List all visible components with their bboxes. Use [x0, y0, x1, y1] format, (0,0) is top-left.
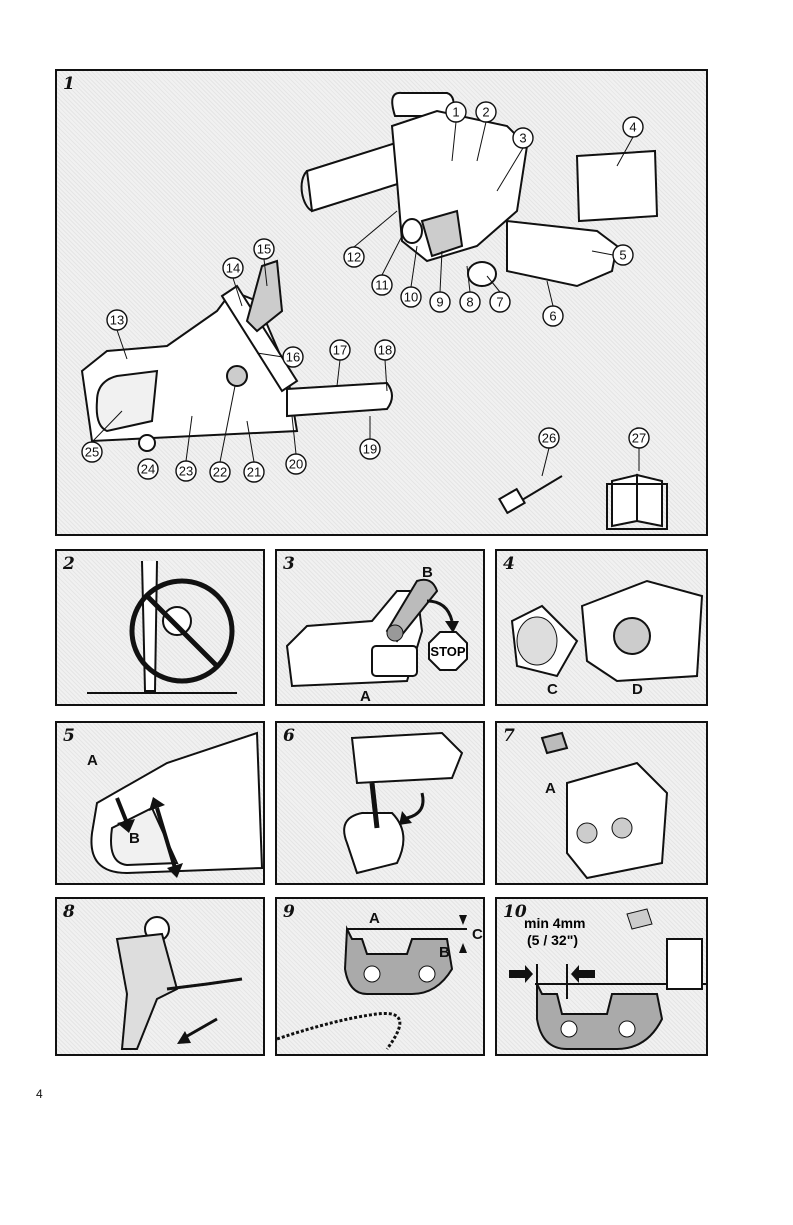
- callout-6: 6: [543, 306, 563, 326]
- callout-17: 17: [330, 340, 350, 360]
- clutch-drum: [614, 618, 650, 654]
- svg-text:21: 21: [247, 465, 261, 480]
- callout-21: 21: [244, 462, 264, 482]
- svg-text:2: 2: [482, 105, 489, 120]
- worn-cutter: [535, 984, 707, 1049]
- callout-9: 9: [430, 292, 450, 312]
- callout-19: 19: [360, 439, 380, 459]
- label-a: A: [87, 752, 98, 769]
- label-b: B: [439, 944, 450, 961]
- saw-chain: [277, 1013, 400, 1049]
- arrow-left-icon: [571, 965, 595, 983]
- air-filter: [542, 733, 567, 753]
- callout-10: 10: [401, 287, 421, 307]
- svg-text:26: 26: [542, 431, 556, 446]
- svg-text:5: 5: [619, 248, 626, 263]
- operator-manual-icon: [607, 475, 667, 529]
- svg-text:18: 18: [378, 343, 392, 358]
- callout-24: 24: [138, 459, 158, 479]
- figure-9-panel: 9 A B C: [275, 897, 485, 1056]
- svg-text:22: 22: [213, 465, 227, 480]
- callout-7: 7: [490, 292, 510, 312]
- label-b: B: [422, 564, 433, 581]
- svg-text:14: 14: [226, 261, 240, 276]
- svg-text:24: 24: [141, 462, 155, 477]
- combination-spanner-icon: [499, 476, 562, 513]
- label-c: C: [547, 681, 558, 698]
- callout-5: 5: [613, 245, 633, 265]
- callout-20: 20: [286, 454, 306, 474]
- callout-1: 1: [446, 102, 466, 122]
- chainsaw-bar: [167, 979, 242, 989]
- svg-text:12: 12: [347, 250, 361, 265]
- callout-11: 11: [372, 275, 392, 295]
- callout-13: 13: [107, 310, 127, 330]
- hand-figure: [344, 813, 403, 873]
- climber-figure: [163, 607, 191, 635]
- chain-cutter: [345, 929, 467, 994]
- figure-8-panel: 8: [55, 897, 265, 1056]
- svg-text:19: 19: [363, 442, 377, 457]
- callout-18: 18: [375, 340, 395, 360]
- svg-text:16: 16: [286, 350, 300, 365]
- min-length-inches-text: (5 / 32"): [527, 932, 578, 948]
- figure-5-panel: 5 A B: [55, 721, 265, 885]
- label-c: C: [472, 926, 483, 943]
- svg-text:3: 3: [519, 131, 526, 146]
- arrow-up-icon: [459, 943, 467, 953]
- svg-text:9: 9: [436, 295, 443, 310]
- svg-text:27: 27: [632, 431, 646, 446]
- figure-1-panel: 1 1 2 3 4 5 6 7 8: [55, 69, 708, 536]
- label-b: B: [129, 830, 140, 847]
- callout-27: 27: [629, 428, 649, 448]
- label-a: A: [545, 780, 556, 797]
- chainsaw-underside: [352, 733, 462, 783]
- callout-8: 8: [460, 292, 480, 312]
- svg-text:17: 17: [333, 343, 347, 358]
- figure-10-panel: 10 min 4mm (5 / 32"): [495, 897, 708, 1056]
- svg-text:STOP: STOP: [430, 644, 465, 659]
- label-d: D: [632, 681, 643, 698]
- min-length-text: min 4mm: [524, 915, 585, 931]
- label-a: A: [369, 910, 380, 927]
- callout-3: 3: [513, 128, 533, 148]
- page-number: 4: [36, 1087, 43, 1101]
- label-a: A: [360, 688, 371, 705]
- svg-text:23: 23: [179, 464, 193, 479]
- callout-25: 25: [82, 442, 102, 462]
- svg-text:20: 20: [289, 457, 303, 472]
- svg-text:25: 25: [85, 445, 99, 460]
- figure-6-panel: 6: [275, 721, 485, 885]
- callout-2: 2: [476, 102, 496, 122]
- callout-23: 23: [176, 461, 196, 481]
- svg-text:13: 13: [110, 313, 124, 328]
- callout-14: 14: [223, 258, 243, 278]
- arrow-icon: [427, 601, 452, 621]
- callout-12: 12: [344, 247, 364, 267]
- callout-4: 4: [623, 117, 643, 137]
- svg-text:6: 6: [549, 309, 556, 324]
- svg-text:15: 15: [257, 242, 271, 257]
- arrow-right-icon: [509, 965, 533, 983]
- callout-15: 15: [254, 239, 274, 259]
- figure-2-panel: 2: [55, 549, 265, 706]
- svg-text:7: 7: [496, 295, 503, 310]
- svg-text:11: 11: [375, 278, 389, 293]
- svg-text:1: 1: [452, 105, 459, 120]
- chainsaw-parts-illustration: 1 2 3 4 5 6 7 8 9 10 11 12 13 14 15 16 1…: [57, 71, 710, 538]
- figure-3-panel: 3 STOP B A: [275, 549, 485, 706]
- callout-26: 26: [539, 428, 559, 448]
- arrow-down-icon: [459, 915, 467, 925]
- trash-bin-icon: [667, 939, 702, 989]
- figure-7-panel: 7 A: [495, 721, 708, 885]
- svg-text:4: 4: [629, 120, 636, 135]
- svg-text:10: 10: [404, 290, 418, 305]
- callout-22: 22: [210, 462, 230, 482]
- callout-16: 16: [283, 347, 303, 367]
- figure-4-panel: 4 C D: [495, 549, 708, 706]
- svg-text:8: 8: [466, 295, 473, 310]
